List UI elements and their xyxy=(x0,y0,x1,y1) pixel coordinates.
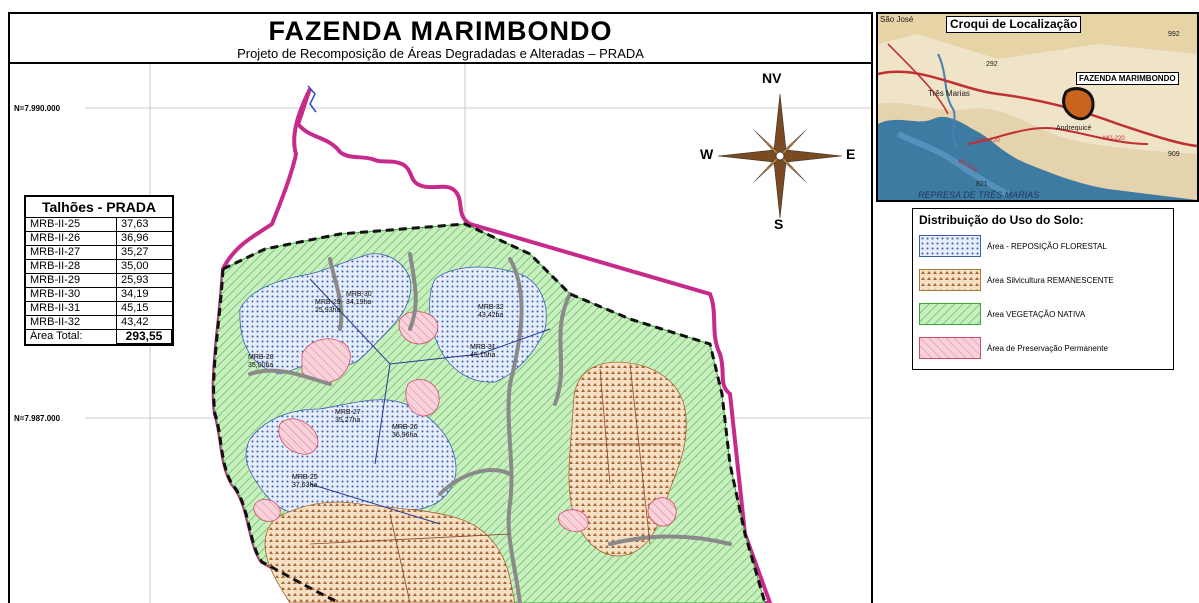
number-909: 909 xyxy=(1168,151,1180,158)
property-boundary xyxy=(211,88,773,603)
river-line xyxy=(307,85,317,113)
preservation-area-6 xyxy=(647,497,677,527)
legend-swatch-reforestation xyxy=(919,235,981,257)
compass-south-label: S xyxy=(774,216,784,232)
land-use-legend: Distribuição do Uso do Solo: Área - REPO… xyxy=(912,208,1174,370)
road-mg220: MG-220 xyxy=(978,138,1000,144)
preservation-area-3 xyxy=(405,379,440,417)
total-label: Área Total: xyxy=(26,329,117,344)
legend-item-reforestation: Área - REPOSIÇÃO FLORESTAL xyxy=(919,233,1107,259)
road-mg220-east: MG-220 xyxy=(1103,136,1125,142)
place-tres-marias: Três Marias xyxy=(928,89,970,98)
place-represa: REPRESA DE TRÊS MARIAS xyxy=(918,190,1039,200)
silviculture-divisions xyxy=(309,363,680,603)
total-value: 293,55 xyxy=(116,329,172,344)
location-map-drawing: São José Três Marias Andrequicé REPRESA … xyxy=(878,14,1197,200)
talhoes-table-title: Talhões - PRADA xyxy=(26,197,172,218)
compass-north-label: NV xyxy=(762,70,782,86)
page-title: FAZENDA MARIMBONDO xyxy=(268,16,613,46)
location-inset-map[interactable]: São José Três Marias Andrequicé REPRESA … xyxy=(876,12,1199,202)
place-sao-jose: São José xyxy=(880,15,914,24)
prada-boundary xyxy=(212,222,767,603)
preservation-area-5 xyxy=(253,499,281,522)
compass-rose xyxy=(717,93,843,219)
compass-west-label: W xyxy=(700,146,714,162)
total-row: Área Total:293,55 xyxy=(26,329,172,344)
title-block: FAZENDA MARIMBONDO Projeto de Recomposiç… xyxy=(8,12,873,64)
number-992: 992 xyxy=(1168,31,1180,38)
place-andrequice: Andrequicé xyxy=(1056,125,1092,132)
legend-title: Distribuição do Uso do Solo: xyxy=(919,213,1084,227)
compass-east-label: E xyxy=(846,146,856,162)
page-subtitle: Projeto de Recomposição de Áreas Degrada… xyxy=(237,46,644,61)
reforestation-area-1 xyxy=(239,253,412,375)
fazenda-marker xyxy=(1062,87,1095,121)
coordinate-label-north-2: N=7.987.000 xyxy=(14,414,61,423)
preservation-area-7 xyxy=(558,509,589,532)
reservoir xyxy=(878,116,1197,200)
preservation-area-4 xyxy=(278,418,319,455)
legend-swatch-native-vegetation xyxy=(919,303,981,325)
legend-swatch-silviculture xyxy=(919,269,981,291)
roads xyxy=(248,252,732,603)
silviculture-area-2 xyxy=(264,501,516,603)
parcel-divisions xyxy=(309,278,551,525)
legend-item-native-vegetation: Área VEGETAÇÃO NATIVA xyxy=(919,301,1085,327)
coordinate-label-north-1: N=7.990.000 xyxy=(14,104,61,113)
number-821: 821 xyxy=(976,181,988,188)
legend-item-silviculture: Área Silvicultura REMANESCENTE xyxy=(919,267,1114,293)
location-map-title: Croqui de Localização xyxy=(946,16,1082,33)
number-292: 292 xyxy=(986,61,998,68)
legend-swatch-preservation xyxy=(919,337,981,359)
location-map-fazenda-label: FAZENDA MARIMBONDO xyxy=(1076,72,1179,85)
legend-item-preservation: Área de Preservação Permanente xyxy=(919,335,1108,361)
